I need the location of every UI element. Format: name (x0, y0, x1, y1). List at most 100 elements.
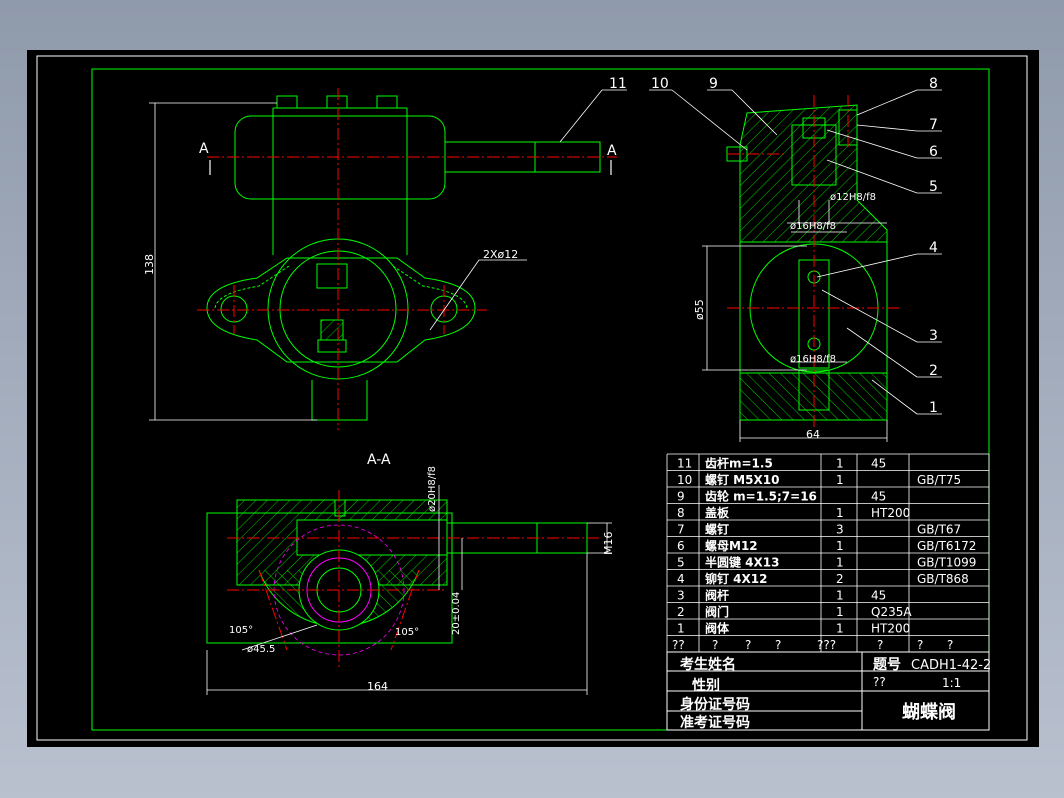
bom-row-qty: 3 (836, 523, 844, 537)
dim-138 (149, 102, 317, 421)
side-centerlines (727, 95, 902, 430)
dim-fit-16-top-text: ø16H8/f8 (790, 221, 836, 232)
bom-row-std: GB/T6172 (917, 539, 976, 553)
bom-row-no: 1 (677, 622, 685, 636)
bom-row-mat: HT200 (871, 622, 910, 636)
bom-header-cell: ? (917, 638, 923, 652)
bom-header-cell: ? (947, 638, 953, 652)
bom-row-mat: 45 (871, 490, 886, 504)
section-markers (209, 160, 612, 175)
bom-row-mat: 45 (871, 457, 886, 471)
front-centerlines (197, 88, 617, 430)
balloon-9: 9 (709, 76, 718, 92)
bom-row-no: 8 (677, 506, 685, 520)
section-dims (206, 485, 612, 695)
dim-138-text: 138 (143, 254, 156, 275)
bom-row-name: 螺钉 (705, 522, 729, 537)
bom-header-cell: ? (775, 638, 781, 652)
tb-id-no: 身份证号码 (680, 696, 750, 713)
section-label-right: A (607, 143, 617, 159)
balloon-8: 8 (929, 76, 938, 92)
front-view (206, 95, 601, 421)
bom-row-qty: 1 (836, 539, 844, 553)
dim-20-text: 20±0.04 (451, 592, 462, 635)
balloon-7: 7 (929, 117, 938, 133)
tb-gender-val: ?? (873, 675, 886, 689)
bom-row-name: 螺母M12 (705, 538, 758, 553)
inner-frame (91, 68, 990, 731)
bom-row-name: 阀体 (705, 621, 730, 636)
bom-row-name: 铆钉 4X12 (705, 571, 767, 586)
bom-row-qty: 1 (836, 457, 844, 471)
bom-row-name: 盖板 (705, 505, 730, 520)
tb-title-no-label: 题号 (873, 657, 901, 673)
dim-fit-12-text: ø12H8/f8 (830, 192, 876, 203)
balloon-leaders (649, 89, 942, 415)
side-view (726, 104, 888, 421)
tb-gender: 性别 (692, 677, 720, 694)
bom-row-qty: 2 (836, 572, 844, 586)
cad-drawing: A A 138 2Xø12 (36, 55, 1028, 741)
bom-row-name: 半圆键 4X13 (705, 555, 779, 570)
bom-row-std: GB/T67 (917, 523, 961, 537)
balloon-11: 11 (609, 76, 627, 92)
balloon-2: 2 (929, 363, 938, 379)
balloon-6: 6 (929, 144, 938, 160)
balloon-1: 1 (929, 400, 938, 416)
drawing-canvas: A A 138 2Xø12 (27, 50, 1039, 747)
balloon-3: 3 (929, 328, 938, 344)
bom-row-name: 阀杆 (705, 588, 729, 603)
bom-row-std: GB/T75 (917, 473, 961, 487)
balloon-4: 4 (929, 240, 938, 256)
bom-row-mat: 45 (871, 589, 886, 603)
tb-scale: 1:1 (942, 676, 961, 690)
section-title: A-A (367, 452, 391, 468)
side-dims (702, 200, 888, 442)
bom-row-no: 7 (677, 523, 685, 537)
bom-row-qty: 1 (836, 556, 844, 570)
bom-row-name: 螺钉 M5X10 (705, 472, 779, 487)
bom-row-no: 3 (677, 589, 685, 603)
section-label-left: A (199, 141, 209, 157)
angle-left-text: 105° (229, 625, 253, 636)
tb-exam-no: 准考证号码 (680, 714, 750, 731)
bom-header-cell: ??? (817, 638, 836, 652)
bom-row-no: 2 (677, 605, 685, 619)
outer-frame (36, 55, 1028, 741)
bom-row-std: GB/T1099 (917, 556, 976, 570)
tb-student-name: 考生姓名 (680, 656, 736, 673)
bom-header-cell: ? (712, 638, 718, 652)
dim-455-text: ø45.5 (247, 644, 275, 655)
dim-64-text: 64 (806, 428, 820, 441)
bom-row-no: 10 (677, 473, 692, 487)
bom-row-qty: 1 (836, 605, 844, 619)
title-block (666, 651, 990, 731)
bom-header-cell: ? (877, 638, 883, 652)
bom-row-qty: 1 (836, 506, 844, 520)
section-view (206, 499, 588, 644)
bom-header-cell: ? (745, 638, 751, 652)
bom-row-name: 阀门 (705, 604, 729, 619)
bom-row-qty: 1 (836, 473, 844, 487)
dim-164-text: 164 (367, 680, 388, 693)
bom-row-std: GB/T868 (917, 572, 969, 586)
dim-fit-20-text: ø20H8/f8 (427, 466, 438, 512)
bom-row-no: 4 (677, 572, 685, 586)
bom-row-mat: HT200 (871, 506, 910, 520)
bom-row-qty: 1 (836, 622, 844, 636)
bom-row-no: 9 (677, 490, 685, 504)
bom-row-no: 5 (677, 556, 685, 570)
balloon-5: 5 (929, 179, 938, 195)
bom-row-qty: 1 (836, 589, 844, 603)
bom-row-name: 齿轮 m=1.5;7=16 (705, 489, 817, 504)
bom-row-mat: Q235A (871, 605, 912, 619)
dim-2x12-text: 2Xø12 (483, 248, 518, 261)
dim-fit-16-bot-text: ø16H8/f8 (790, 354, 836, 365)
bom-row-no: 6 (677, 539, 685, 553)
bom-row-no: 11 (677, 457, 692, 471)
tb-drawing-name: 蝴蝶阀 (902, 701, 956, 723)
dim-55-text: ø55 (693, 299, 706, 320)
dim-m16-text: M16 (602, 532, 615, 556)
tb-title-no: CADH1-42-2 (911, 658, 991, 673)
